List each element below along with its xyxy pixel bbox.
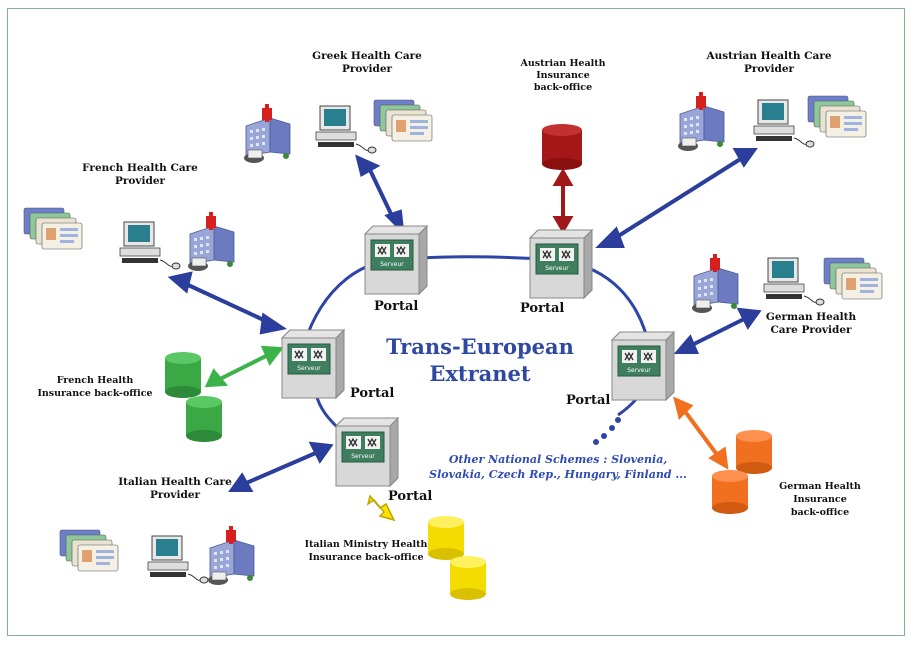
italian-provider-link-arrow xyxy=(243,450,319,486)
german-provider-link-arrow xyxy=(689,316,747,348)
portal-label-austrian: Portal xyxy=(520,301,565,316)
hospital-icon xyxy=(207,525,255,586)
health-card-icon xyxy=(823,257,883,300)
health-card-icon xyxy=(807,95,867,138)
computer-icon xyxy=(753,99,815,148)
greek-link-arrow xyxy=(368,169,395,219)
database-icon-italy xyxy=(428,516,486,600)
hospital-icon xyxy=(243,103,291,164)
database-icon-germany xyxy=(712,430,772,514)
title-line-1: Trans-European xyxy=(386,334,574,359)
other-schemes-note: Other National Schemes : Slovenia, Slova… xyxy=(418,452,698,482)
italian-provider-label: Italian Health Care Provider xyxy=(118,476,232,501)
server-icon-austrian-portal xyxy=(529,229,593,299)
computer-icon xyxy=(119,221,181,270)
german-backoffice-label: German Health Insurance back-office xyxy=(779,481,861,518)
hospital-icon xyxy=(677,91,725,152)
german-provider-cluster xyxy=(691,253,883,314)
austrian-provider-link-arrow xyxy=(610,156,744,242)
diagram-frame xyxy=(7,8,905,636)
server-icon-french-portal xyxy=(281,329,345,399)
german-provider-label: German Health Care Provider xyxy=(765,311,857,336)
computer-icon xyxy=(315,105,377,154)
database-icon-austria xyxy=(542,124,582,170)
german-backoffice-link-arrow xyxy=(673,396,729,470)
network-ring-segment xyxy=(314,393,340,430)
health-card-icon xyxy=(59,529,119,572)
austrian-backoffice-label: Austrian Health Insurance back-office xyxy=(520,58,606,93)
hospital-icon xyxy=(691,253,739,314)
portal-label-italian: Portal xyxy=(388,489,433,504)
french-provider-link-arrow xyxy=(185,282,269,324)
austrian-provider-label: Austrian Health Care Provider xyxy=(706,50,832,75)
greek-provider-label: Greek Health Care Provider xyxy=(312,50,422,75)
server-icon-greek-portal xyxy=(364,225,428,295)
french-backoffice-label: French Health Insurance back-office xyxy=(37,375,153,399)
health-card-icon xyxy=(373,99,433,142)
portal-label-german: Portal xyxy=(566,393,611,408)
greek-provider-cluster xyxy=(243,99,433,164)
server-icon-german-portal xyxy=(611,331,675,401)
other-schemes-line-1: Other National Schemes : Slovenia, xyxy=(448,453,668,466)
italian-ministry-link-arrow xyxy=(366,494,396,522)
portal-label-french: Portal xyxy=(350,386,395,401)
title-line-2: Extranet xyxy=(429,361,531,386)
other-schemes-line-2: Slovakia, Czech Rep., Hungary, Finland .… xyxy=(429,468,687,481)
link-arrows xyxy=(167,148,762,492)
hospital-icon xyxy=(187,211,235,272)
portal-label-greek: Portal xyxy=(374,299,419,314)
ellipsis-dots-icon xyxy=(593,417,621,445)
italian-ministry-label: Italian Ministry Health Insurance back-o… xyxy=(304,539,428,563)
french-provider-cluster xyxy=(23,207,235,272)
austrian-provider-cluster xyxy=(677,91,867,152)
database-icon-france xyxy=(165,352,222,442)
server-icon-italian-portal xyxy=(335,417,399,487)
austrian-backoffice-link-arrow xyxy=(552,168,574,234)
french-provider-label: French Health Care Provider xyxy=(82,162,198,187)
diagram-title: Trans-European Extranet xyxy=(370,333,590,387)
italian-provider-cluster xyxy=(59,525,255,586)
computer-icon xyxy=(147,535,209,584)
computer-icon xyxy=(763,257,825,306)
health-card-icon xyxy=(23,207,83,250)
french-backoffice-link-arrow xyxy=(204,345,284,388)
